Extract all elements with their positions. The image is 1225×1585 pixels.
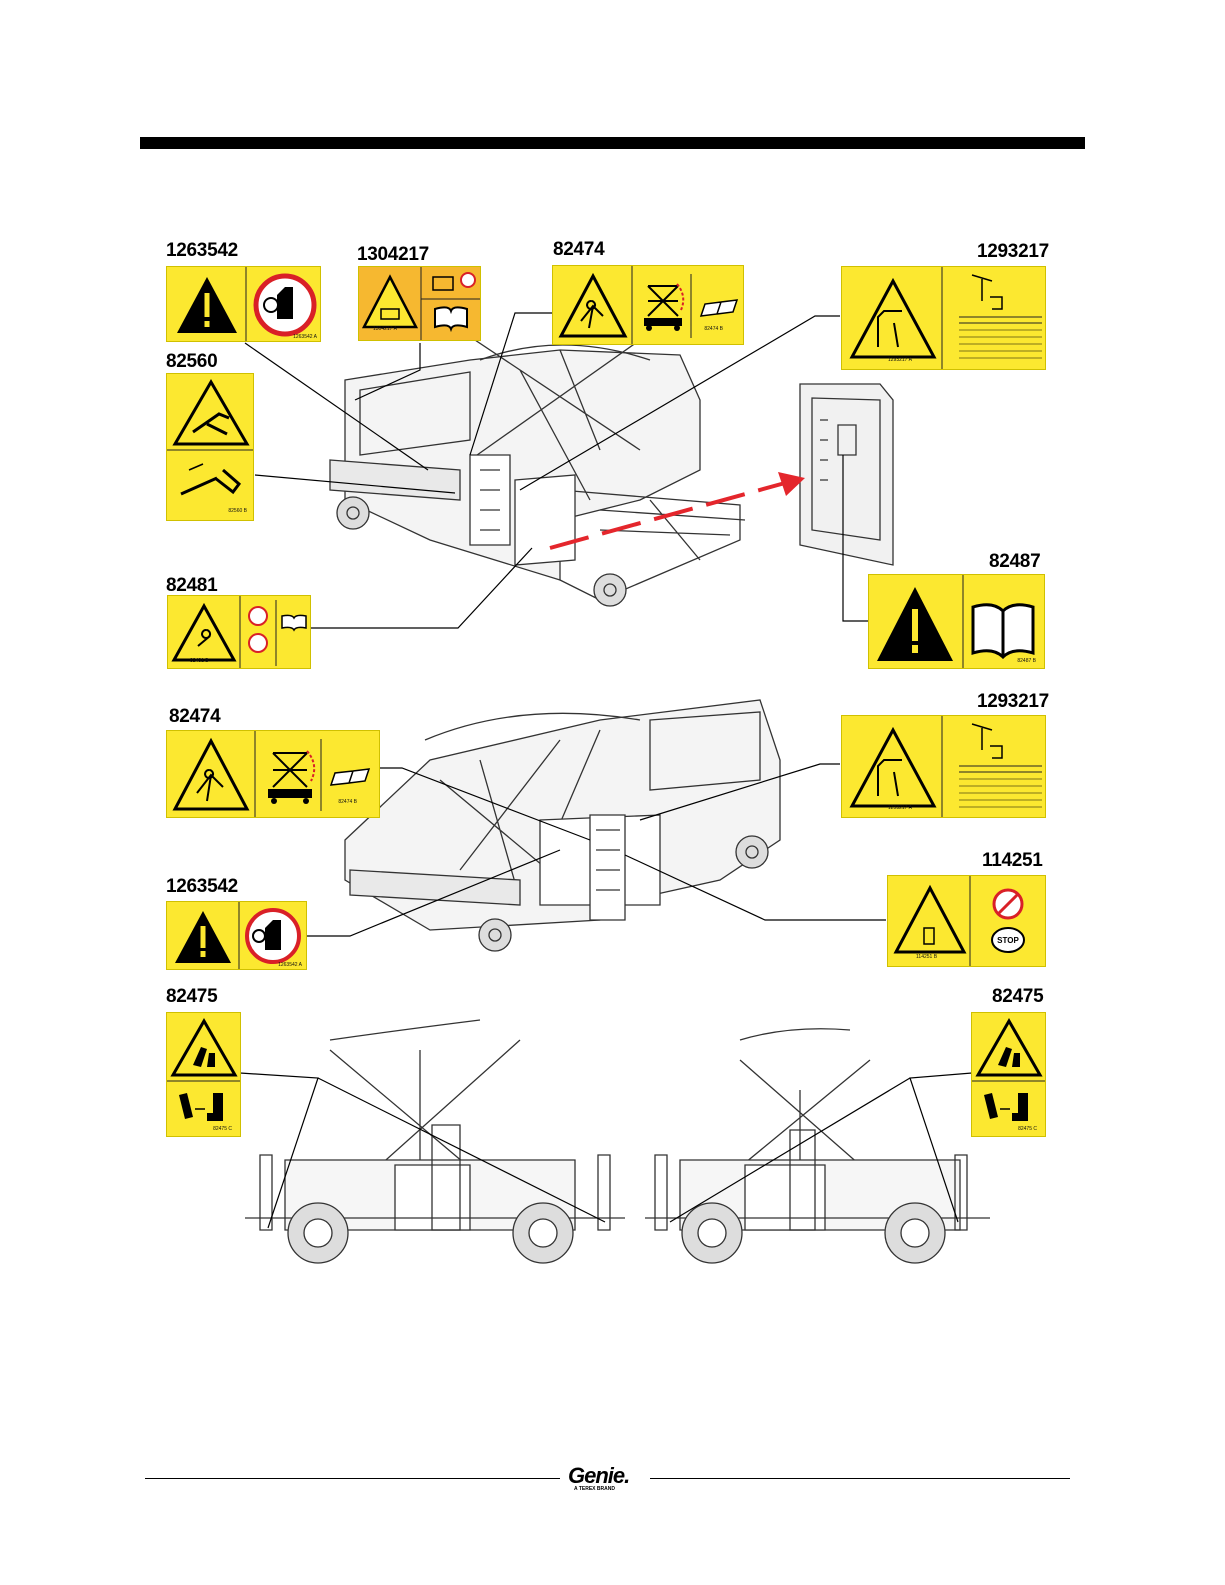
decal-114251: STOP 114251 B <box>887 875 1046 967</box>
footer-rule-right <box>650 1478 1070 1479</box>
decal-code: 114251 B <box>916 954 937 960</box>
decal-code: 82474 B <box>704 326 723 332</box>
footer-rule-left <box>145 1478 560 1479</box>
decal-code: 82475 C <box>213 1126 232 1132</box>
decal-82474-b: 82474 B <box>166 730 380 818</box>
decal-82475: 82475 C <box>166 1012 241 1137</box>
decal-code: 82475 C <box>1018 1126 1037 1132</box>
decal-82481: 82481 B <box>167 595 311 669</box>
decal-82560: 82560 B <box>166 373 254 521</box>
decal-code: 82560 B <box>228 508 247 514</box>
stop-text: STOP <box>997 936 1019 945</box>
decal-code: 1293217 A <box>888 357 912 363</box>
decal-82475-b: 82475 C <box>971 1012 1046 1137</box>
logo-tagline: A TEREX BRAND <box>574 1486 615 1492</box>
decal-code: 82487 B <box>1017 658 1036 664</box>
decal-code: 82474 B <box>338 799 357 805</box>
decal-1263542-b: 1263542 A <box>166 901 307 970</box>
decal-code: 1293217 A <box>888 805 912 811</box>
decal-code: 82481 B <box>190 658 209 664</box>
decal-82487: 82487 B <box>868 574 1045 669</box>
decal-code: 1263542 A <box>293 334 317 340</box>
decal-1293217-b: 1293217 A <box>841 715 1046 818</box>
decal-1263542: 1263542 A <box>166 266 321 342</box>
decal-code: 1263542 A <box>278 962 302 968</box>
decal-1304217: 1304217 A <box>358 266 481 341</box>
decal-82474: 82474 B <box>552 265 744 345</box>
decal-1293217: 1293217 A <box>841 266 1046 370</box>
decal-code: 1304217 A <box>373 326 397 332</box>
